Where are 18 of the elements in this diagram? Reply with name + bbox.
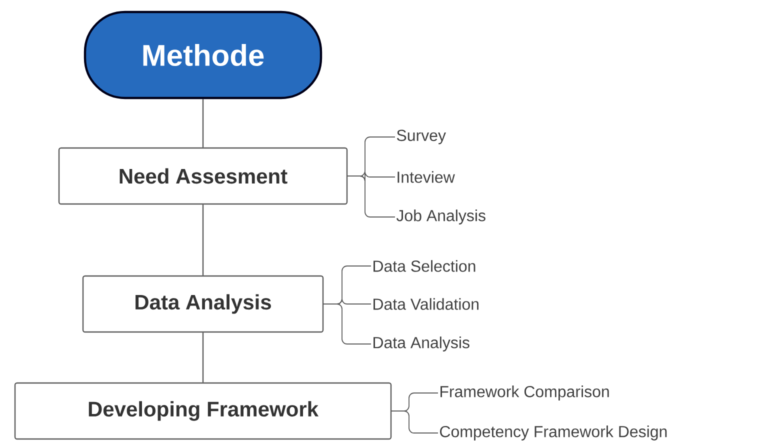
item-text: Job Analysis <box>396 210 486 224</box>
bracket-connector <box>391 410 438 434</box>
process-box: Need Assesment <box>58 147 348 205</box>
item-text: Data Validation <box>374 298 478 310</box>
connector-line <box>202 204 204 276</box>
item-text: Data Analysis <box>374 336 470 352</box>
process-box: Data Analysis <box>82 275 324 333</box>
connector-line <box>202 99 204 148</box>
bracket-connector <box>347 176 396 218</box>
connector-line <box>202 332 204 382</box>
item-text: Inteview <box>398 171 455 183</box>
process-box: Developing Framework <box>14 382 392 440</box>
bracket-connector <box>323 304 372 344</box>
item-text: Competency Framework Design <box>440 426 667 440</box>
item-text: Survey <box>396 130 446 144</box>
terminal-pill: Methode <box>84 10 322 100</box>
item-text: Data Selection <box>374 260 476 272</box>
item-text: Framework Comparison <box>440 386 609 400</box>
